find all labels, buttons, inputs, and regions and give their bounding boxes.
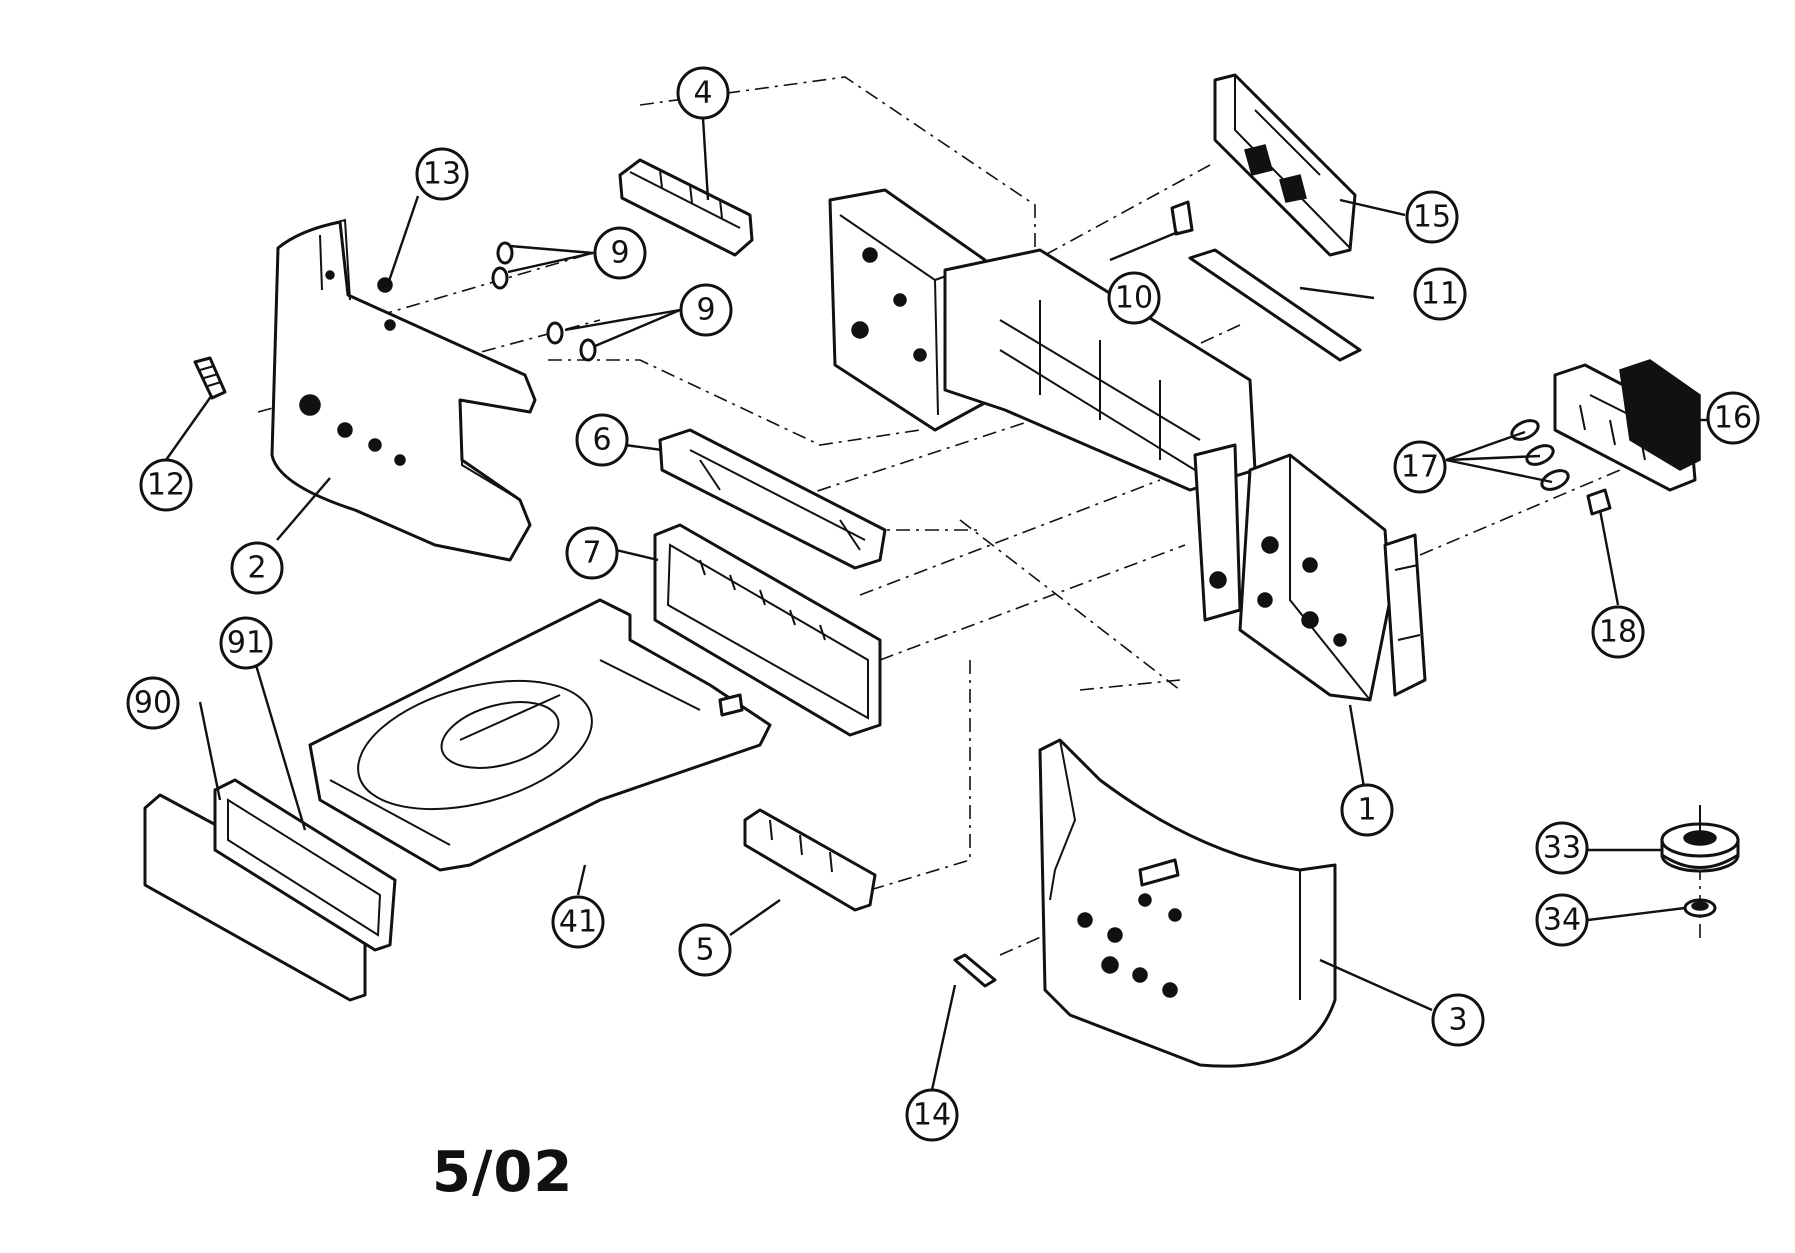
svg-text:13: 13 <box>423 157 461 192</box>
part-16-board <box>1553 359 1701 492</box>
callout-15: 15 <box>1405 190 1459 244</box>
callout-11: 11 <box>1413 267 1467 321</box>
callout-5: 5 <box>678 923 732 977</box>
svg-text:11: 11 <box>1421 277 1459 312</box>
svg-text:5: 5 <box>695 933 714 968</box>
callout-41: 41 <box>551 895 605 949</box>
callout-16: 16 <box>1706 391 1760 445</box>
svg-text:6: 6 <box>592 423 611 458</box>
svg-text:9: 9 <box>610 236 629 271</box>
svg-text:12: 12 <box>147 468 185 503</box>
svg-text:9: 9 <box>696 293 715 328</box>
svg-text:14: 14 <box>913 1098 951 1133</box>
part-33-motor <box>1660 805 1740 873</box>
svg-text:34: 34 <box>1543 903 1581 938</box>
part-18-block <box>1586 488 1612 516</box>
callout-10: 10 <box>1107 271 1161 325</box>
callout-3: 3 <box>1431 993 1485 1047</box>
svg-text:16: 16 <box>1714 401 1752 436</box>
part-7-display-frame <box>653 523 882 737</box>
part-91-inner-frame <box>213 778 397 952</box>
callout-9-lower: 9 <box>679 283 733 337</box>
callout-17: 17 <box>1393 440 1447 494</box>
part-15-board <box>1213 73 1357 257</box>
callout-13: 13 <box>415 147 469 201</box>
part-11-strip <box>1188 248 1362 362</box>
part-6-display-window <box>658 428 887 570</box>
svg-text:2: 2 <box>247 551 266 586</box>
svg-text:10: 10 <box>1115 281 1153 316</box>
part-2-left-panel <box>270 218 537 562</box>
svg-text:15: 15 <box>1413 200 1451 235</box>
part-34-washer <box>1683 898 1717 918</box>
callout-6: 6 <box>575 413 629 467</box>
callout-2: 2 <box>230 541 284 595</box>
svg-text:91: 91 <box>227 626 265 661</box>
svg-text:7: 7 <box>582 536 601 571</box>
svg-text:33: 33 <box>1543 831 1581 866</box>
callout-1: 1 <box>1340 783 1394 837</box>
svg-text:1: 1 <box>1357 793 1376 828</box>
svg-text:41: 41 <box>559 905 597 940</box>
part-4-top-rail <box>618 158 754 257</box>
part-9-screws <box>491 241 597 362</box>
callout-12: 12 <box>139 458 193 512</box>
diagram-date-code: 5/02 <box>432 1140 574 1205</box>
svg-text:90: 90 <box>134 686 172 721</box>
callout-4: 4 <box>676 66 730 120</box>
part-3-right-panel <box>1038 738 1337 1068</box>
callouts: 1 2 3 4 5 6 7 9 <box>126 66 1760 1142</box>
svg-text:4: 4 <box>693 76 712 111</box>
callout-34: 34 <box>1535 893 1589 947</box>
callout-90: 90 <box>126 676 180 730</box>
callout-33: 33 <box>1535 821 1589 875</box>
callout-91: 91 <box>219 616 273 670</box>
leader-lines <box>165 117 1707 1091</box>
part-1-main-chassis <box>828 188 1427 702</box>
part-14-plate <box>953 953 997 988</box>
svg-text:17: 17 <box>1401 450 1439 485</box>
callout-14: 14 <box>905 1088 959 1142</box>
callout-9-upper: 9 <box>593 226 647 280</box>
part-12-post <box>193 356 227 400</box>
callout-7: 7 <box>565 526 619 580</box>
part-41-cd-tray <box>308 598 772 872</box>
callout-18: 18 <box>1591 605 1645 659</box>
part-90-front-plate <box>143 793 367 1002</box>
part-10-clip <box>1170 200 1194 236</box>
part-5-lower-rail <box>743 808 877 912</box>
svg-text:3: 3 <box>1448 1003 1467 1038</box>
svg-text:18: 18 <box>1599 615 1637 650</box>
